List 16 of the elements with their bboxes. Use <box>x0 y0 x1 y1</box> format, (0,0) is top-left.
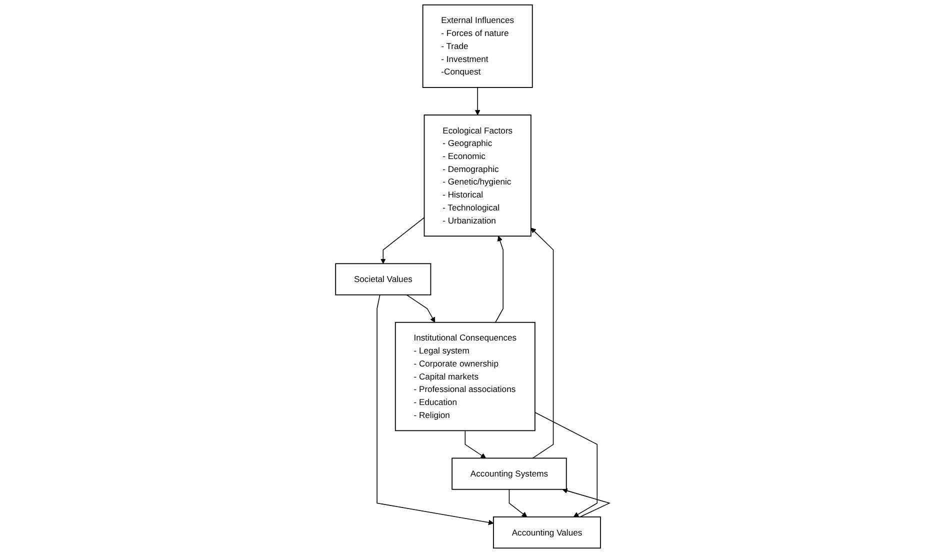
arrow <box>562 488 610 518</box>
node-box: Accounting Values <box>493 516 601 549</box>
node-box: Accounting Systems <box>452 458 567 490</box>
arrow <box>406 294 436 323</box>
node-box: Ecological Factors - Geographic - Economic - Demographic - Genetic/hygienic - Historical - Technological - Urbanization <box>424 114 532 237</box>
node-box: Institutional Consequences - Legal system - Corporate ownership - Capital markets - Professional associations - Education - Religion <box>394 322 536 432</box>
arrow <box>534 412 598 518</box>
arrow <box>495 236 504 323</box>
arrow <box>464 430 486 458</box>
arrow <box>380 217 425 264</box>
arrow <box>508 488 528 518</box>
node-box: External Influences - Forces of nature - Trade - Investment -Conquest <box>422 4 533 88</box>
node-box: Societal Values <box>335 263 432 296</box>
arrow <box>376 294 494 526</box>
arrow <box>530 228 554 459</box>
arrow <box>474 87 480 116</box>
